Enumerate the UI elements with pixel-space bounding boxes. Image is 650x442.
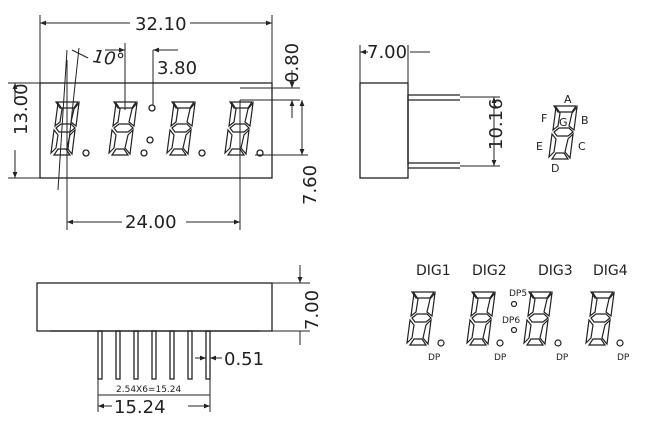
width-dim-label: 32.10 xyxy=(135,14,187,35)
legend-digit-3 xyxy=(523,291,553,346)
dp-dig4 xyxy=(616,339,624,347)
dp5-dot xyxy=(510,300,518,308)
front-dimensions xyxy=(8,15,308,230)
legend-digit-1 xyxy=(406,291,436,346)
side-view xyxy=(359,82,460,179)
seg-b-label: B xyxy=(581,114,589,127)
dp-dig1 xyxy=(437,339,445,347)
dig3-label: DIG3 xyxy=(538,263,573,279)
colon-bottom xyxy=(146,136,154,144)
front-view xyxy=(39,82,273,179)
side-dimensions xyxy=(359,45,500,167)
seg-f-label: F xyxy=(541,112,547,125)
digit-2 xyxy=(108,101,138,156)
dp6-label: DP6 xyxy=(502,316,520,326)
dp-label-1: DP xyxy=(428,353,441,363)
digit-height-label: 3.80 xyxy=(157,58,197,79)
dp-label-2: DP xyxy=(494,353,507,363)
pin-row-spacing-label: 10.16 xyxy=(486,98,507,150)
dp-1 xyxy=(82,149,90,157)
dp-label-4: DP xyxy=(617,353,630,363)
seg-g-label: G xyxy=(559,116,568,129)
bottom-dimensions xyxy=(97,265,310,412)
digit-3 xyxy=(166,101,196,156)
dp-4 xyxy=(256,149,264,157)
slant-angle-label: 10° xyxy=(91,46,126,71)
dig4-label: DIG4 xyxy=(593,263,628,279)
seg-a-label: A xyxy=(564,93,572,106)
digit-4 xyxy=(224,101,254,156)
legend-digit-4 xyxy=(585,291,615,346)
seg-height-label: 7.60 xyxy=(300,165,321,205)
seg-c-label: C xyxy=(578,140,586,153)
seg-e-label: E xyxy=(536,140,543,153)
dig2-label: DIG2 xyxy=(472,263,507,279)
side-body-outline xyxy=(359,82,409,179)
depth-label: 7.00 xyxy=(367,42,407,63)
bottom-body-outline xyxy=(36,282,273,332)
pin-width-label: 0.51 xyxy=(224,349,264,370)
digit-span-label: 24.00 xyxy=(125,212,177,233)
dp5-label: DP5 xyxy=(509,289,527,299)
pitch-calc-label: 2.54X6=15.24 xyxy=(116,385,182,395)
dp-dig2 xyxy=(496,339,504,347)
legend-digit-2 xyxy=(466,291,496,346)
dp-2 xyxy=(140,149,148,157)
legend-digit xyxy=(548,105,578,160)
height-dim-label: 13.00 xyxy=(11,83,32,135)
dig1-label: DIG1 xyxy=(416,263,451,279)
dp6-dot xyxy=(510,326,518,334)
top-offset-label: 0.80 xyxy=(282,43,303,83)
dp-label-3: DP xyxy=(556,353,569,363)
digit-1 xyxy=(50,101,80,156)
digit-labels-view: DIG1 DIG2 DIG3 DIG4 DP5 DP6 DP DP DP DP xyxy=(406,263,630,363)
dp-3 xyxy=(198,149,206,157)
bottom-view xyxy=(36,282,273,380)
pin-span-label: 15.24 xyxy=(114,397,166,418)
display-body-outline xyxy=(39,82,273,179)
dp-dig3 xyxy=(554,339,562,347)
bottom-height-label: 7.00 xyxy=(302,290,323,330)
colon-top xyxy=(148,104,156,112)
segment-legend xyxy=(548,105,578,160)
pins xyxy=(97,330,211,380)
seg-d-label: D xyxy=(551,162,559,175)
